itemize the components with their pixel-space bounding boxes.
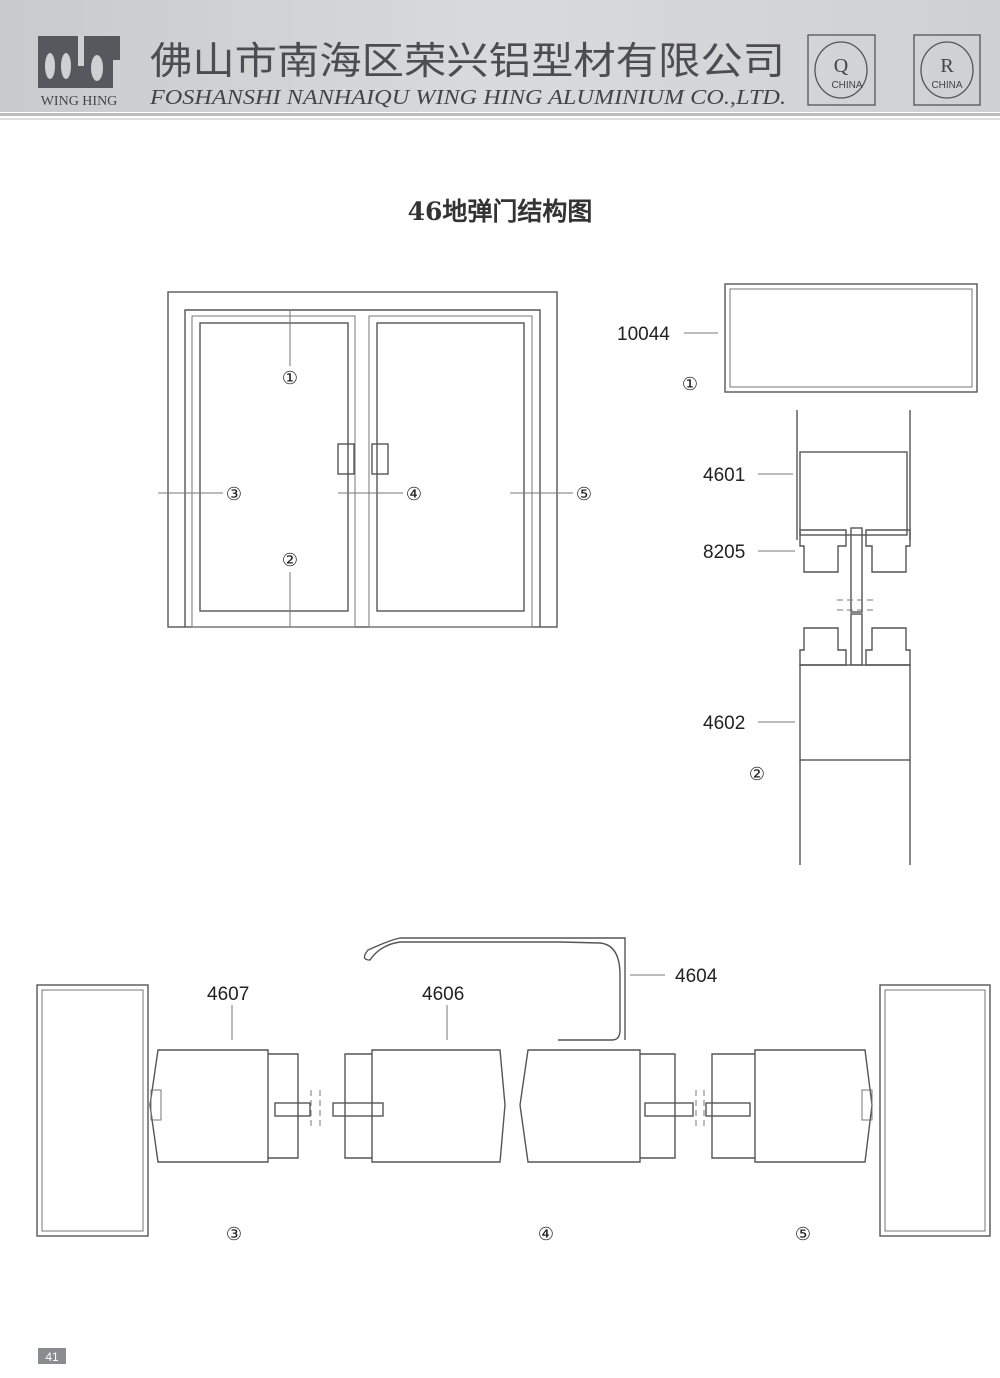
- page-number: 41: [38, 1348, 66, 1364]
- svg-text:41: 41: [45, 1350, 59, 1364]
- profile-4607: [149, 1049, 311, 1163]
- label-4607: 4607: [207, 984, 249, 1005]
- marker-2: ②: [749, 764, 765, 785]
- profile-4606: [332, 1049, 506, 1163]
- drawing-title: 46地弹门结构图: [408, 197, 593, 226]
- profile-8205: [799, 527, 911, 666]
- profile-4605: [519, 1049, 694, 1163]
- profile-10044: [724, 283, 978, 393]
- company-logo: WING HING: [38, 36, 120, 109]
- svg-text:CHINA: CHINA: [931, 80, 962, 91]
- marker-1: ①: [682, 374, 698, 395]
- label-10044: 10044: [617, 324, 670, 345]
- label-4601: 4601: [703, 465, 745, 486]
- marker-4: ④: [538, 1224, 554, 1245]
- label-4604: 4604: [675, 966, 718, 987]
- horizontal-section: 4607 4606 4604 ③ ④ ⑤: [36, 937, 991, 1245]
- company-name-cn: 佛山市南海区荣兴铝型材有限公司: [150, 39, 785, 83]
- frame-right: [879, 984, 991, 1237]
- marker-5: ⑤: [576, 484, 592, 505]
- marker-3: ③: [226, 484, 242, 505]
- profile-4607-right: [705, 1049, 873, 1163]
- marker-1: ①: [282, 368, 298, 389]
- door-elevation: ① ② ③ ④ ⑤: [158, 291, 592, 628]
- frame-left: [36, 984, 149, 1237]
- profile-4601: [796, 410, 911, 540]
- label-4602: 4602: [703, 713, 745, 734]
- svg-text:Q: Q: [834, 55, 849, 77]
- company-name-en: FOSHANSHI NANHAIQU WING HING ALUMINIUM C…: [149, 85, 786, 109]
- vertical-section: 10044 ① 4601 8205 4602 ②: [617, 283, 978, 865]
- handle-right: [371, 443, 389, 475]
- label-8205: 8205: [703, 542, 745, 563]
- quality-badge-q: Q CHINA: [807, 34, 876, 106]
- logo-text: WING HING: [41, 94, 118, 109]
- label-4606: 4606: [422, 984, 464, 1005]
- handle-left: [337, 443, 355, 475]
- profile-4604-cap: [363, 937, 626, 1041]
- marker-2: ②: [282, 550, 298, 571]
- svg-text:R: R: [940, 55, 954, 77]
- marker-5: ⑤: [795, 1224, 811, 1245]
- header-band: [0, 0, 1000, 120]
- svg-text:CHINA: CHINA: [831, 80, 862, 91]
- marker-4: ④: [406, 484, 422, 505]
- profile-4602: [799, 664, 911, 865]
- quality-badge-r: R CHINA: [913, 34, 981, 106]
- marker-3: ③: [226, 1224, 242, 1245]
